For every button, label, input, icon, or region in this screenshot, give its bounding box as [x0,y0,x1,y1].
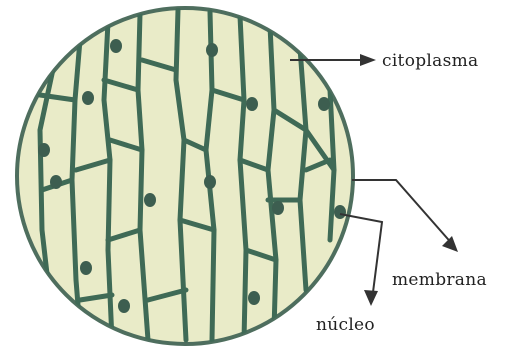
nucleus [248,291,260,305]
nucleus [272,201,284,215]
nucleus [80,261,92,275]
nucleo-arrowhead [364,290,378,306]
nucleus [82,91,94,105]
nucleus [204,175,216,189]
membrana-arrowhead [442,236,458,252]
nucleus [334,205,346,219]
nucleus [110,39,122,53]
citoplasma-arrowhead [360,54,376,66]
label-membrana: membrana [392,270,487,290]
label-citoplasma: citoplasma [382,51,478,71]
nucleus [144,193,156,207]
label-nucleo: núcleo [316,315,375,335]
nucleus [206,43,218,57]
nucleus [118,299,130,313]
membrana-pointer-line [352,180,454,246]
nucleus [246,97,258,111]
nucleus [318,97,330,111]
microscope-field [17,8,353,344]
nucleus [38,143,50,157]
nucleus [50,175,62,189]
